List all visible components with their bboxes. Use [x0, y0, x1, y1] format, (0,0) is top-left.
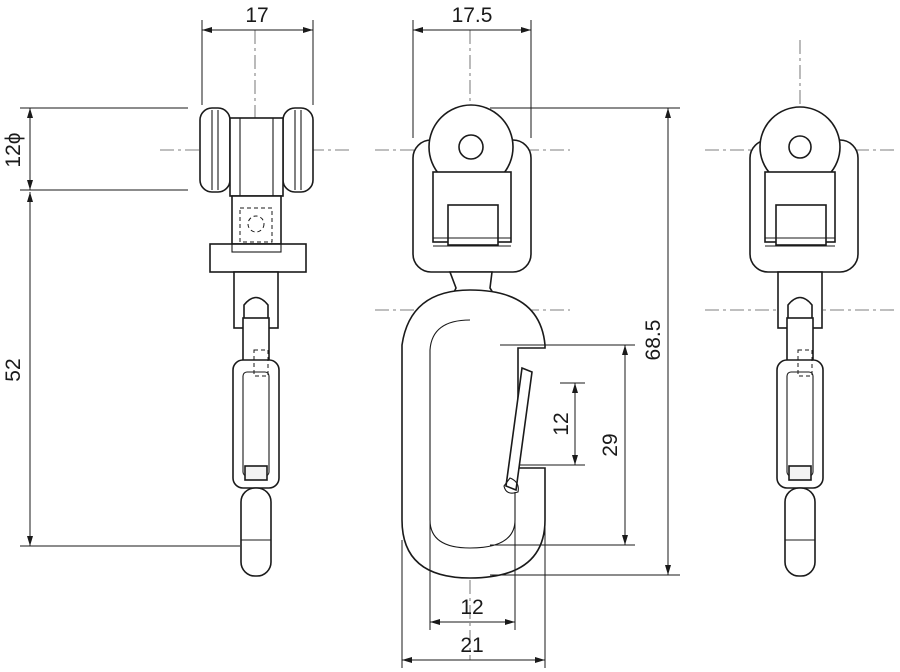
- side-view: [160, 30, 350, 577]
- dim-hook-opening: 29: [490, 344, 635, 546]
- dim-label-12-phi: 12ϕ: [2, 132, 25, 167]
- axle-body: [229, 117, 284, 197]
- dim-outer-width: 21: [401, 505, 546, 668]
- front-view: [375, 30, 570, 660]
- rear-view: [705, 40, 895, 577]
- dim-label-21: 21: [460, 634, 483, 657]
- dim-top-middle-width: 17.5: [412, 4, 532, 138]
- wheel-bore-rear: [788, 135, 812, 159]
- dim-label-29: 29: [599, 433, 622, 456]
- dim-left-height: 52: [2, 192, 240, 547]
- dim-label-12-gate: 12: [550, 412, 573, 435]
- dim-top-left-width: 17: [201, 4, 314, 105]
- dim-inner-width: 12: [429, 505, 516, 630]
- dim-gate-length: 12: [520, 382, 585, 466]
- dim-label-68-5: 68.5: [642, 320, 665, 361]
- hook-gate: [505, 366, 533, 492]
- hook-shaft-rear: [784, 487, 816, 577]
- wheel-bore: [458, 134, 484, 160]
- hook-shaft-lower: [240, 487, 272, 577]
- dim-label-17: 17: [245, 4, 268, 27]
- stem: [231, 195, 282, 245]
- dim-wheel-diameter: 12ϕ: [2, 107, 188, 191]
- wheel-left: [199, 107, 231, 193]
- dim-label-12-inner: 12: [460, 596, 483, 619]
- dim-overall-height: 68.5: [490, 107, 680, 576]
- nut-block: [447, 204, 499, 246]
- dim-label-52: 52: [2, 358, 25, 381]
- hook-outer: [401, 289, 546, 579]
- hook-inner: [429, 319, 516, 549]
- dim-label-17-5: 17.5: [452, 4, 493, 27]
- wheel-right: [282, 107, 314, 193]
- collar: [209, 243, 307, 273]
